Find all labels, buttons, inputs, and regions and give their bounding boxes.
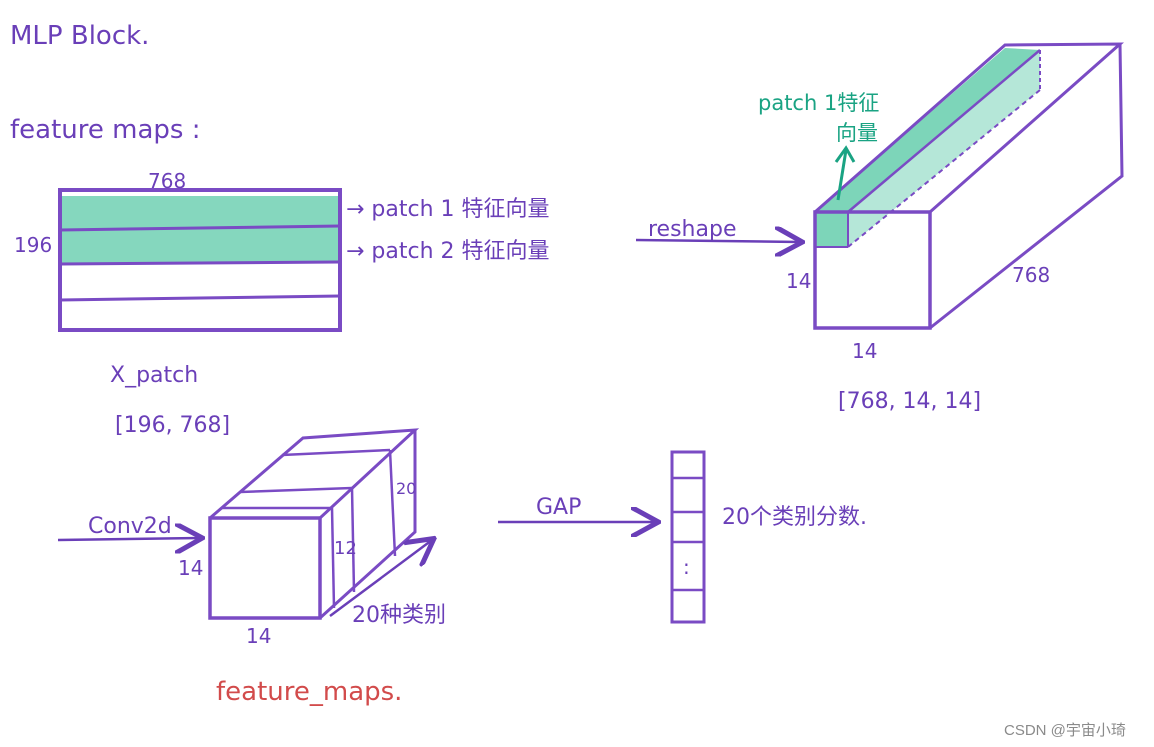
cube-height-label: 14 bbox=[786, 269, 811, 293]
conv2d-label: Conv2d bbox=[88, 514, 172, 539]
x-patch-width-label: 768 bbox=[148, 169, 186, 193]
watermark: CSDN @宇宙小琦 bbox=[1004, 722, 1126, 739]
cube-depth-label: 768 bbox=[1012, 263, 1050, 287]
x-patch-outline bbox=[58, 188, 342, 332]
feature-maps-name: feature_maps. bbox=[216, 677, 402, 707]
patch1-vector-label: → patch 1 特征向量 bbox=[346, 197, 550, 222]
reshape-arrow bbox=[635, 240, 800, 242]
conv-depth-label-a: 12 bbox=[334, 538, 357, 559]
patch2-highlight bbox=[62, 228, 340, 263]
patch2-vector-label: → patch 2 特征向量 bbox=[346, 239, 550, 264]
patch1-note-line2: 向量 bbox=[836, 121, 878, 145]
feature-maps-heading: feature maps : bbox=[10, 115, 200, 145]
score-ellipsis: : bbox=[683, 555, 690, 579]
cube-width-label: 14 bbox=[852, 339, 877, 363]
page-title: MLP Block. bbox=[10, 21, 149, 51]
conv-depth-label-b: 20 bbox=[396, 479, 416, 498]
x-patch-matrix bbox=[58, 188, 342, 332]
x-patch-height-label: 196 bbox=[14, 233, 52, 257]
gap-label: GAP bbox=[536, 495, 581, 520]
patch1-highlight bbox=[62, 196, 340, 228]
patch1-note-line1: patch 1特征 bbox=[758, 91, 879, 115]
conv-height-label: 14 bbox=[178, 556, 203, 580]
classes-arrow bbox=[329, 540, 432, 618]
reshape-label: reshape bbox=[648, 217, 736, 242]
x-patch-name: X_patch bbox=[110, 363, 198, 388]
conv2d-arrow bbox=[57, 538, 200, 540]
class-scores-label: 20个类别分数. bbox=[722, 505, 867, 530]
reshaped-cube bbox=[813, 42, 1125, 330]
classes-label: 20种类别 bbox=[352, 603, 446, 628]
cube-shape: [768, 14, 14] bbox=[838, 389, 981, 414]
x-patch-shape: [196, 768] bbox=[115, 413, 230, 438]
feature-maps-box bbox=[208, 428, 420, 620]
score-vector bbox=[670, 450, 706, 624]
conv-width-label: 14 bbox=[246, 624, 271, 648]
